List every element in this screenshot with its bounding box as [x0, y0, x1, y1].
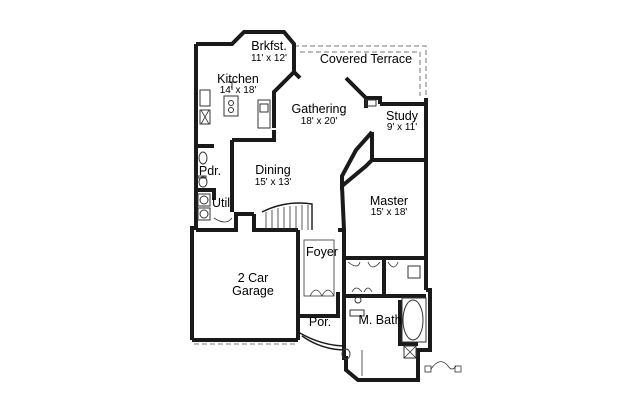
foyer-details — [303, 239, 335, 297]
powder-fixtures — [197, 151, 208, 188]
master-bath-fixtures — [341, 296, 427, 376]
master-dims: 15' x 18' — [371, 207, 408, 218]
porch-label: Por. — [309, 315, 331, 329]
foyer-label: Foyer — [306, 245, 338, 259]
study-dims: 9' x 11' — [387, 122, 417, 133]
dining-label: Dining — [255, 163, 290, 177]
kitchen-fixtures — [199, 81, 271, 129]
breakfast-label: Brkfst. — [251, 39, 286, 53]
closet-doors — [347, 261, 421, 293]
dining-dims: 15' x 13' — [255, 177, 292, 188]
master-bath-label: M. Bath — [358, 313, 401, 327]
garage-label: 2 Car — [238, 271, 269, 285]
interior-walls — [196, 70, 426, 360]
gathering-dims: 18' x 20' — [301, 116, 338, 127]
kitchen-label: Kitchen — [217, 72, 259, 86]
kitchen-dims: 14' x 18' — [220, 85, 257, 96]
breakfast-dims: 11' x 12' — [251, 53, 287, 64]
fireplace — [365, 99, 377, 107]
covered-terrace-label: Covered Terrace — [320, 52, 412, 66]
exterior-fixtures — [424, 361, 462, 373]
garage-label-line2: Garage — [232, 284, 274, 298]
master-label: Master — [370, 194, 408, 208]
utility-label: Util — [212, 196, 230, 210]
study-label: Study — [386, 109, 419, 123]
exterior-walls — [190, 30, 432, 382]
util-fixtures — [197, 193, 233, 223]
gathering-label: Gathering — [292, 102, 347, 116]
staircase — [261, 202, 313, 230]
powder-label: Pdr. — [199, 164, 221, 178]
